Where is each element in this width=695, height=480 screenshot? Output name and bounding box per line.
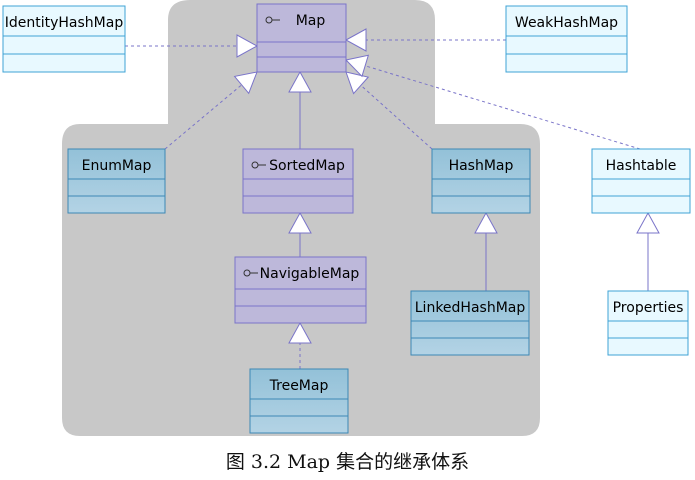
arrowhead-hollow-triangle-icon bbox=[288, 70, 312, 93]
node-map[interactable]: Map bbox=[256, 3, 347, 73]
edge-weakhashmap-to-map bbox=[344, 28, 506, 52]
interface-lollipop-icon bbox=[251, 161, 266, 169]
node-label: Map bbox=[296, 13, 326, 29]
arrowhead-hollow-triangle-icon bbox=[344, 28, 367, 52]
interface-lollipop-icon bbox=[265, 16, 280, 24]
arrowhead-hollow-triangle-icon bbox=[236, 34, 259, 58]
interface-lollipop-icon bbox=[243, 269, 258, 277]
node-sortedmap[interactable]: SortedMap bbox=[242, 148, 354, 214]
node-navigablemap[interactable]: NavigableMap bbox=[234, 256, 367, 324]
node-label: TreeMap bbox=[269, 378, 329, 394]
edge-layer bbox=[125, 28, 660, 369]
edge-hashtable-to-map bbox=[345, 54, 641, 150]
arrowhead-hollow-triangle-icon bbox=[345, 71, 370, 95]
arrowhead-hollow-triangle-icon bbox=[233, 71, 258, 95]
figure-caption: 图 3.2 Map 集合的继承体系 bbox=[225, 451, 470, 473]
edge-navigablemap-to-sortedmap bbox=[288, 211, 312, 257]
edge-identityhashmap-to-map bbox=[125, 34, 259, 58]
node-hashtable[interactable]: Hashtable bbox=[591, 148, 691, 214]
node-identityhashmap[interactable]: IdentityHashMap bbox=[2, 5, 126, 73]
node-label: LinkedHashMap bbox=[415, 300, 526, 316]
arrowhead-hollow-triangle-icon bbox=[345, 54, 370, 78]
edge-enummap-to-map bbox=[164, 71, 258, 150]
edge-linkedhashmap-to-hashmap bbox=[474, 211, 498, 291]
node-label: WeakHashMap bbox=[515, 15, 618, 31]
node-label: EnumMap bbox=[82, 158, 152, 174]
edge-treemap-to-navigablemap bbox=[288, 321, 312, 369]
arrowhead-hollow-triangle-icon bbox=[636, 211, 660, 234]
arrowhead-hollow-triangle-icon bbox=[288, 211, 312, 234]
node-properties[interactable]: Properties bbox=[607, 290, 689, 356]
edge-sortedmap-to-map bbox=[288, 70, 312, 149]
edge-hashmap-to-map bbox=[345, 71, 433, 150]
edge-properties-to-hashtable bbox=[636, 211, 660, 291]
node-weakhashmap[interactable]: WeakHashMap bbox=[505, 5, 628, 73]
node-label: HashMap bbox=[449, 158, 514, 174]
node-label: IdentityHashMap bbox=[5, 15, 124, 31]
arrowhead-hollow-triangle-icon bbox=[288, 321, 312, 344]
node-label: NavigableMap bbox=[260, 266, 360, 282]
node-hashmap[interactable]: HashMap bbox=[431, 148, 531, 214]
node-linkedhashmap[interactable]: LinkedHashMap bbox=[410, 290, 530, 356]
node-label: SortedMap bbox=[269, 158, 345, 174]
node-enummap[interactable]: EnumMap bbox=[67, 148, 166, 214]
node-label: Properties bbox=[613, 300, 684, 316]
arrowhead-hollow-triangle-icon bbox=[474, 211, 498, 234]
node-label: Hashtable bbox=[606, 158, 677, 174]
node-treemap[interactable]: TreeMap bbox=[249, 368, 349, 434]
